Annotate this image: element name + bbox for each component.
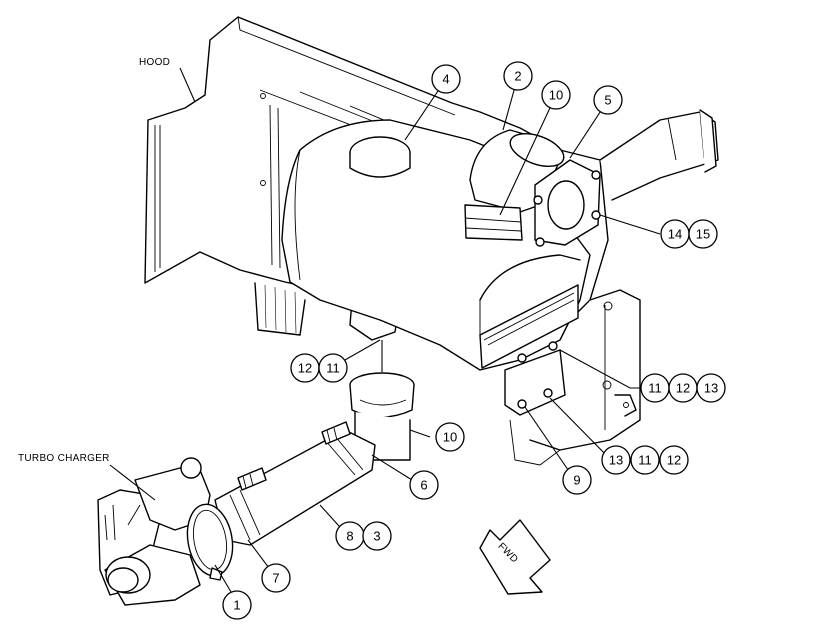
svg-text:14: 14 <box>668 227 682 242</box>
callout-12-lower: 12 <box>659 445 689 475</box>
callout-5: 5 <box>593 85 623 115</box>
turbo-charger-label: TURBO CHARGER <box>18 453 110 464</box>
callout-14: 14 <box>660 219 690 249</box>
callout-11-lower: 11 <box>630 445 660 475</box>
svg-text:13: 13 <box>704 381 718 396</box>
callout-12-right: 12 <box>668 373 698 403</box>
intake-piping <box>529 109 719 451</box>
callout-3: 3 <box>362 521 392 551</box>
callout-10-lower: 10 <box>435 422 465 452</box>
callout-7: 7 <box>261 563 291 593</box>
turbo-leader <box>109 464 156 501</box>
svg-text:4: 4 <box>442 72 449 87</box>
callout-13-lower: 13 <box>601 445 631 475</box>
callout-1: 1 <box>222 590 252 620</box>
svg-text:11: 11 <box>648 381 662 396</box>
callout-15: 15 <box>688 219 718 249</box>
hood-leader <box>179 67 196 103</box>
svg-text:8: 8 <box>346 529 353 544</box>
svg-text:11: 11 <box>638 453 652 468</box>
callout-11-right: 11 <box>640 373 670 403</box>
callout-12-left: 12 <box>290 353 320 383</box>
svg-text:10: 10 <box>549 88 563 103</box>
svg-text:1: 1 <box>233 598 240 613</box>
callout-10-top: 10 <box>541 80 571 110</box>
svg-text:13: 13 <box>609 453 623 468</box>
svg-text:11: 11 <box>326 361 340 376</box>
svg-text:2: 2 <box>514 69 521 84</box>
callout-9: 9 <box>562 465 592 495</box>
callouts: 4 2 10 5 14 15 12 11 <box>222 61 726 620</box>
fwd-arrow: FWD <box>479 519 551 595</box>
svg-text:5: 5 <box>604 93 611 108</box>
svg-text:9: 9 <box>573 473 580 488</box>
svg-text:6: 6 <box>420 478 427 493</box>
callout-13-right: 13 <box>696 373 726 403</box>
hood-label: HOOD <box>139 57 170 68</box>
callout-8: 8 <box>335 521 365 551</box>
svg-text:10: 10 <box>443 430 457 445</box>
svg-text:12: 12 <box>298 361 312 376</box>
callout-2: 2 <box>503 61 533 91</box>
svg-text:7: 7 <box>272 571 279 586</box>
svg-text:12: 12 <box>676 381 690 396</box>
elbow-and-flange <box>464 129 601 247</box>
turbo-charger <box>97 457 234 606</box>
callout-11-left: 11 <box>318 353 348 383</box>
callout-6: 6 <box>409 470 439 500</box>
svg-text:15: 15 <box>696 227 710 242</box>
callout-4: 4 <box>431 64 461 94</box>
svg-text:3: 3 <box>373 529 380 544</box>
svg-text:12: 12 <box>667 453 681 468</box>
